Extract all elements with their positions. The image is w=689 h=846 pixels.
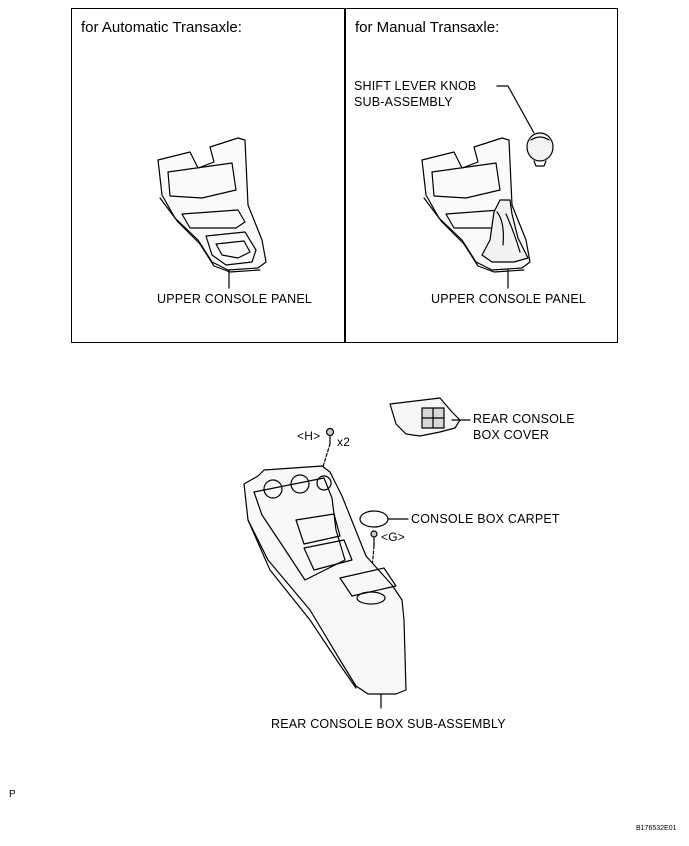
rear-console-box-cover-label-line2: BOX COVER — [473, 428, 550, 442]
automatic-upper-console-panel-label: UPPER CONSOLE PANEL — [157, 292, 313, 306]
console-box-carpet-label: CONSOLE BOX CARPET — [411, 512, 560, 526]
shift-lever-knob-label-line1: SHIFT LEVER KNOB — [354, 79, 477, 93]
automatic-heading: for Automatic Transaxle: — [81, 19, 242, 36]
automatic-transaxle-panel — [71, 8, 346, 343]
figure-code: B176532E01 — [636, 825, 677, 832]
manual-transaxle-panel — [344, 8, 618, 343]
manual-upper-console-panel-label: UPPER CONSOLE PANEL — [431, 292, 587, 306]
bolt-h-label: <H> — [297, 429, 321, 443]
bolt-g-label: <G> — [381, 530, 405, 544]
rear-console-box-cover-label-line1: REAR CONSOLE — [473, 412, 575, 426]
upper-console-panel-manual-drawing — [421, 137, 531, 289]
rear-console-box-drawing — [243, 465, 407, 709]
rear-console-box-cover-drawing — [389, 397, 471, 437]
shift-lever-knob-drawing — [496, 85, 554, 167]
rear-console-box-label: REAR CONSOLE BOX SUB-ASSEMBLY — [271, 717, 506, 731]
upper-console-panel-automatic-drawing — [157, 137, 267, 289]
bolt-h-quantity: x2 — [337, 435, 351, 449]
console-box-carpet-drawing — [359, 510, 409, 528]
shift-lever-knob-label-line2: SUB-ASSEMBLY — [354, 95, 453, 109]
page-mark: P — [9, 789, 16, 800]
manual-heading: for Manual Transaxle: — [355, 19, 500, 36]
bolt-h-drawing — [321, 427, 335, 471]
